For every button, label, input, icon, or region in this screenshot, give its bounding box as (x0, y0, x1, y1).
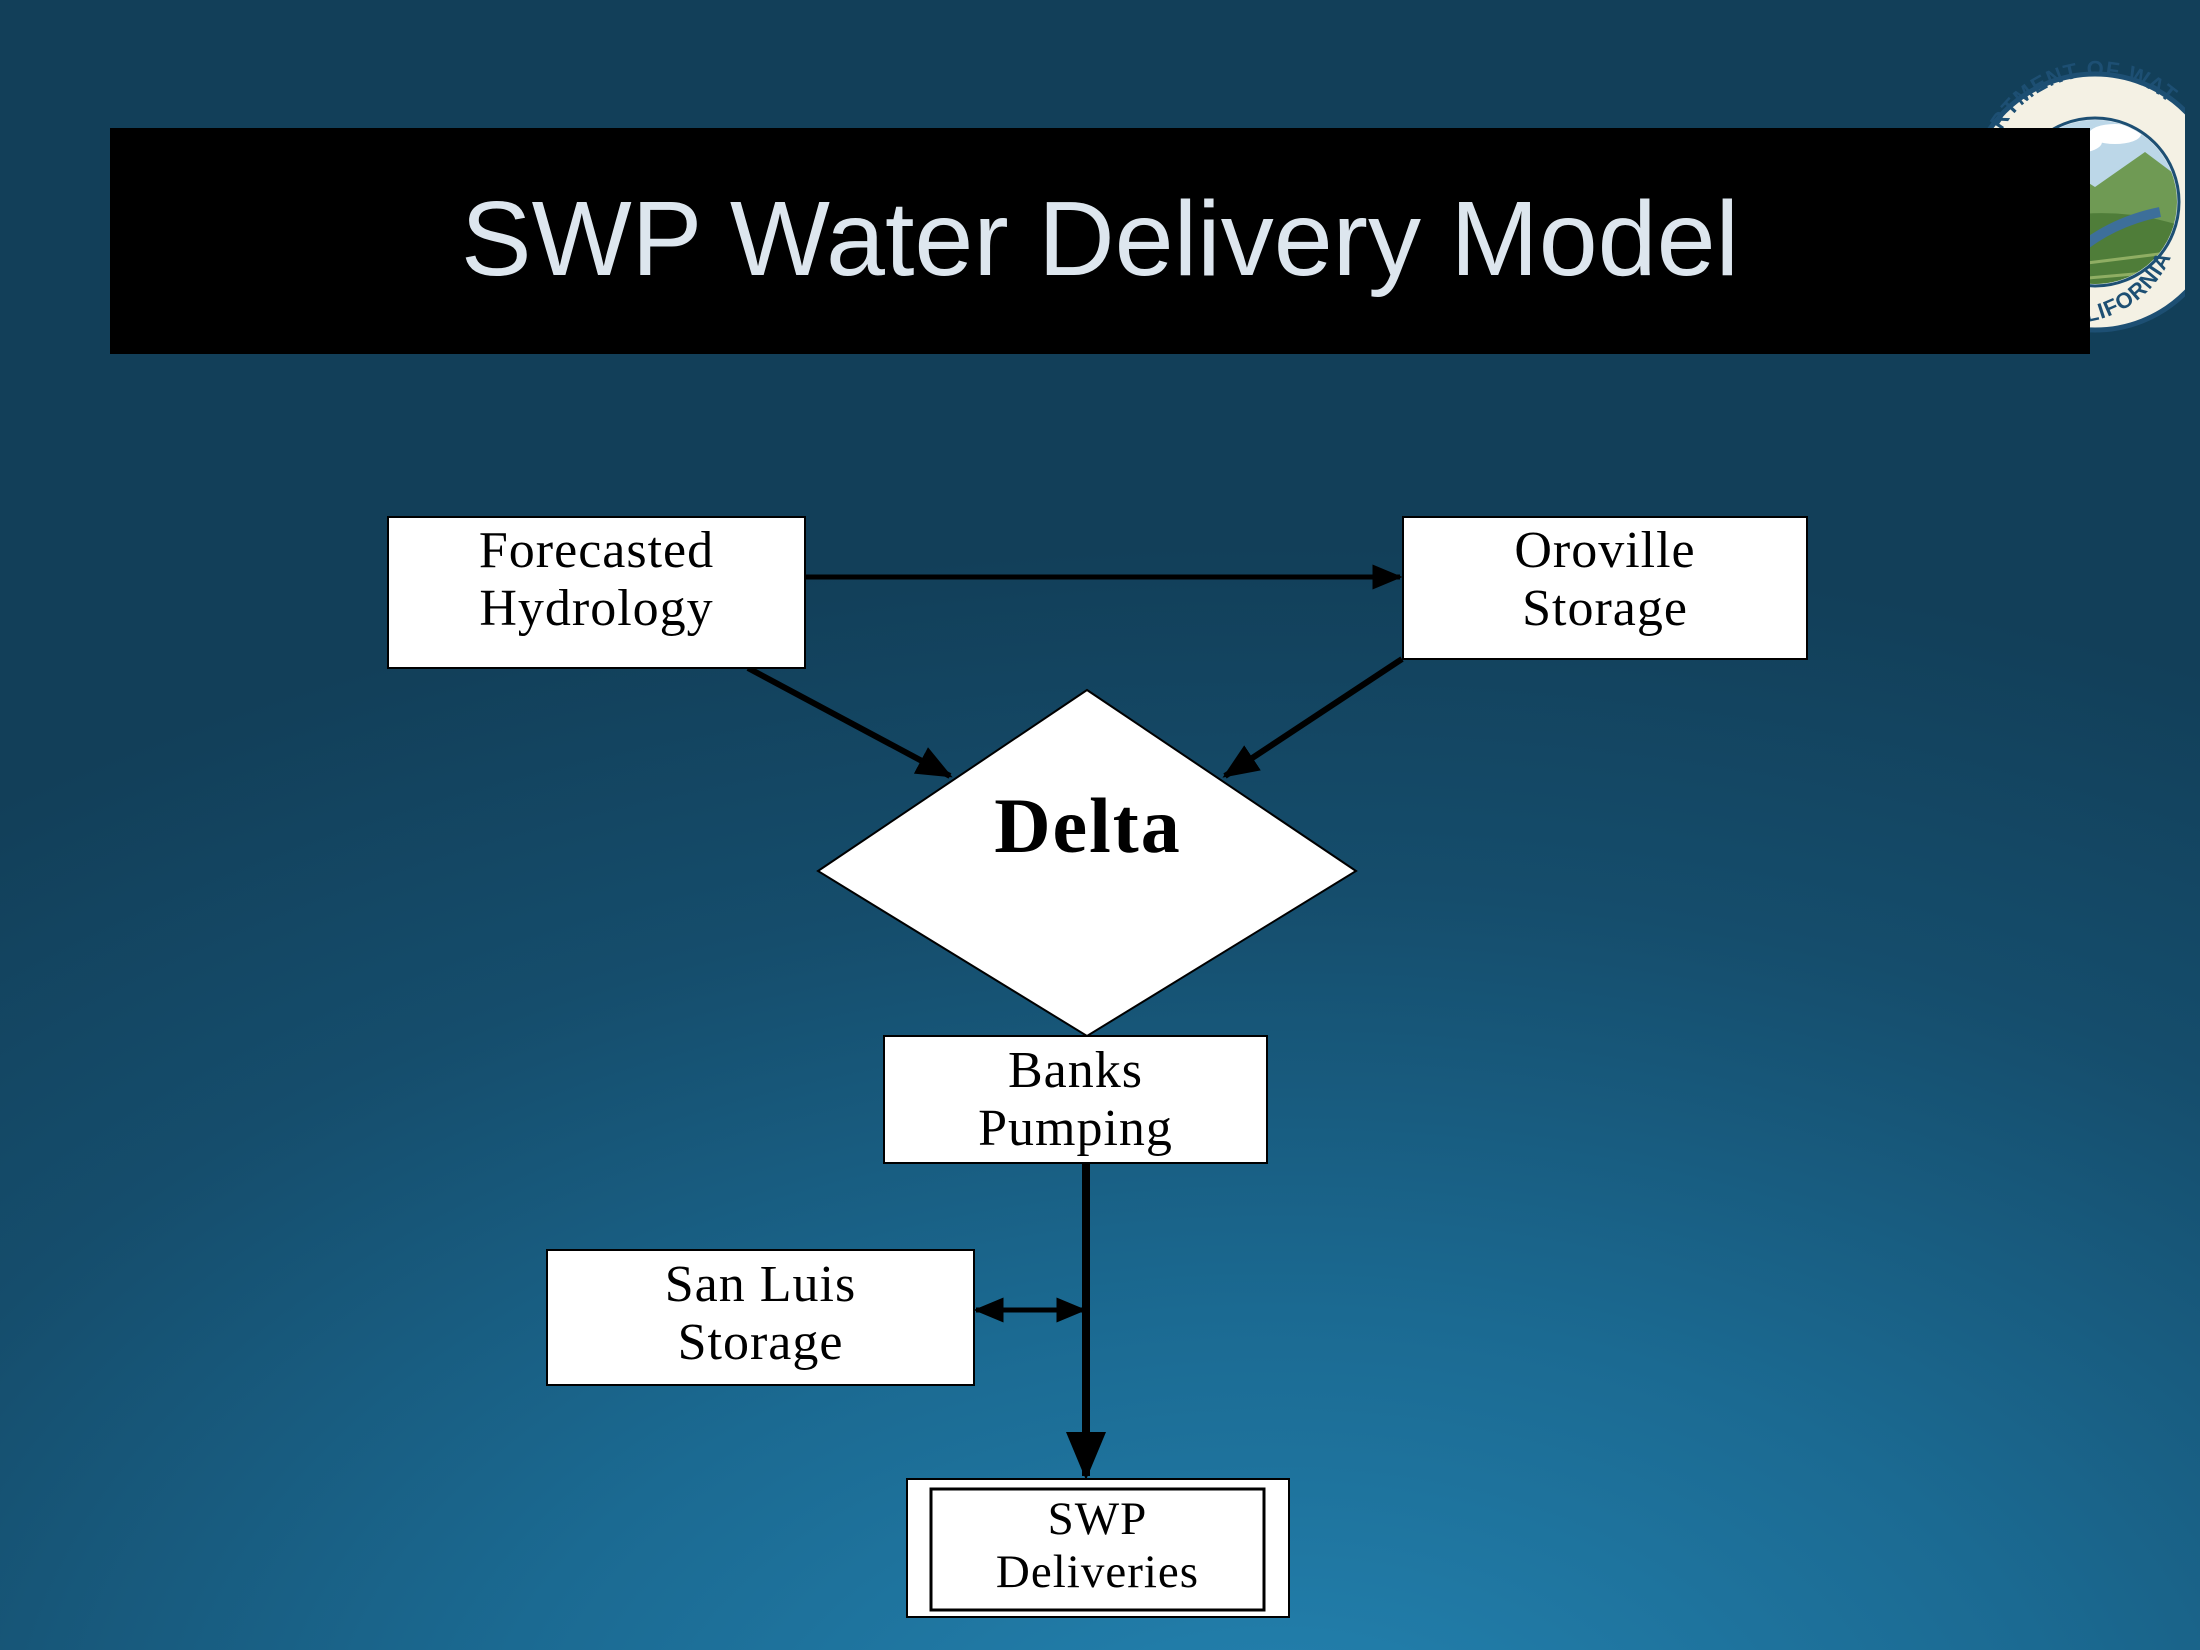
label-san-luis-storage: San Luis Storage (547, 1256, 974, 1372)
label-oroville-storage: Oroville Storage (1403, 522, 1807, 638)
node-san-luis-storage-box (546, 1249, 975, 1386)
label-delta: Delta (994, 782, 1182, 869)
title-bar: SWP Water Delivery Model (110, 128, 2090, 354)
label-banks-pumping-line1: Banks (1008, 1042, 1143, 1099)
node-oroville-storage-box (1402, 516, 1808, 660)
label-oroville-storage-line2: Storage (1522, 580, 1688, 638)
label-forecasted-hydrology-line2: Hydrology (479, 580, 714, 638)
label-swp-deliveries-line1: SWP (1047, 1493, 1148, 1545)
node-swp-deliveries-outer-box (906, 1478, 1290, 1618)
node-banks-pumping-box (883, 1035, 1268, 1164)
slide-title: SWP Water Delivery Model (460, 179, 1740, 298)
label-banks-pumping-line2: Pumping (978, 1100, 1173, 1158)
label-banks-pumping: Banks Pumping (884, 1042, 1267, 1158)
node-swp-deliveries-inner-box (929, 1487, 1266, 1612)
arrow-hydrology-to-delta (746, 665, 953, 779)
arrow-oroville-to-delta (1222, 656, 1404, 779)
label-forecasted-hydrology-line1: Forecasted (478, 522, 715, 579)
label-swp-deliveries: SWP Deliveries (931, 1493, 1264, 1598)
label-swp-deliveries-line2: Deliveries (995, 1545, 1200, 1598)
label-san-luis-storage-line2: Storage (677, 1314, 844, 1372)
label-san-luis-storage-line1: San Luis (664, 1256, 857, 1313)
label-forecasted-hydrology: Forecasted Hydrology (388, 522, 805, 638)
node-forecasted-hydrology-box (387, 516, 806, 669)
label-oroville-storage-line1: Oroville (1514, 522, 1696, 579)
